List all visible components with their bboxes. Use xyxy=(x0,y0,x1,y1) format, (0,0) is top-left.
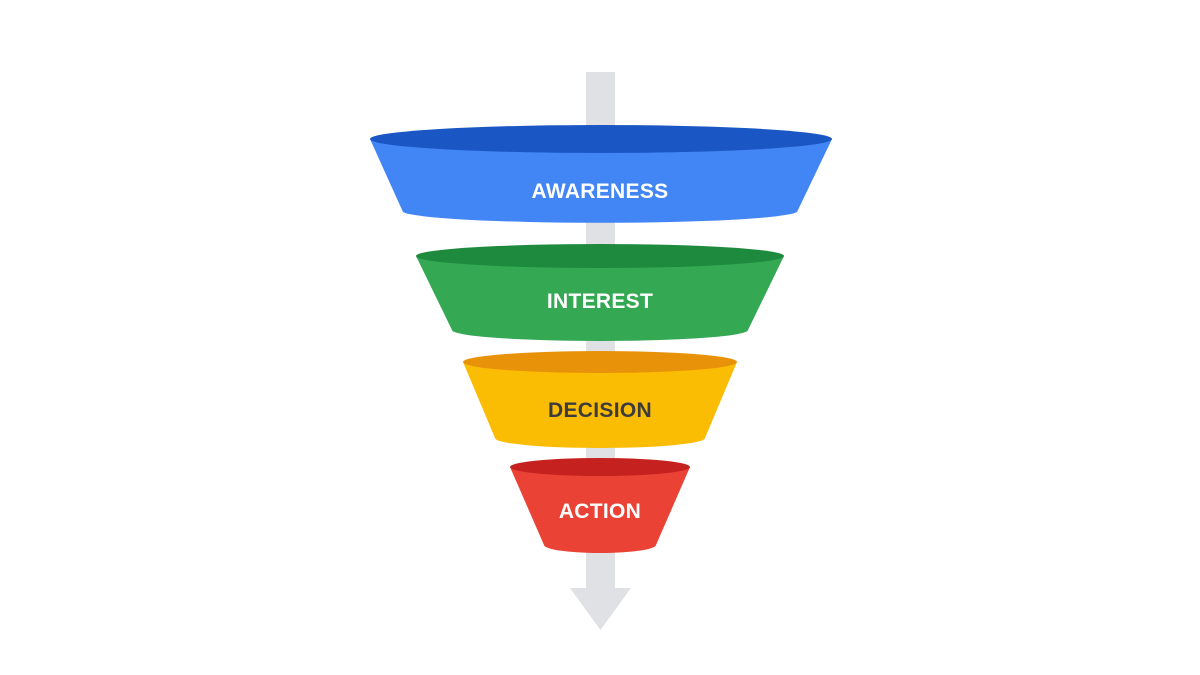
stage-rim xyxy=(463,351,737,373)
funnel-stage-decision: DECISION xyxy=(463,351,737,448)
funnel-stage-interest: INTEREST xyxy=(416,244,784,341)
stage-label: ACTION xyxy=(559,500,641,523)
stage-body xyxy=(510,467,690,553)
stage-rim xyxy=(416,244,784,268)
stage-body xyxy=(416,256,784,341)
stage-body xyxy=(370,139,832,223)
funnel-stage-awareness: AWARENESS xyxy=(370,125,832,223)
funnel-stage-action: ACTION xyxy=(510,458,690,553)
stage-label: AWARENESS xyxy=(532,180,669,203)
stage-label: DECISION xyxy=(548,399,652,422)
stage-label: INTEREST xyxy=(547,290,653,313)
stage-body xyxy=(463,362,737,448)
stage-rim xyxy=(370,125,832,153)
arrow-head xyxy=(570,588,631,630)
stage-rim xyxy=(510,458,690,476)
